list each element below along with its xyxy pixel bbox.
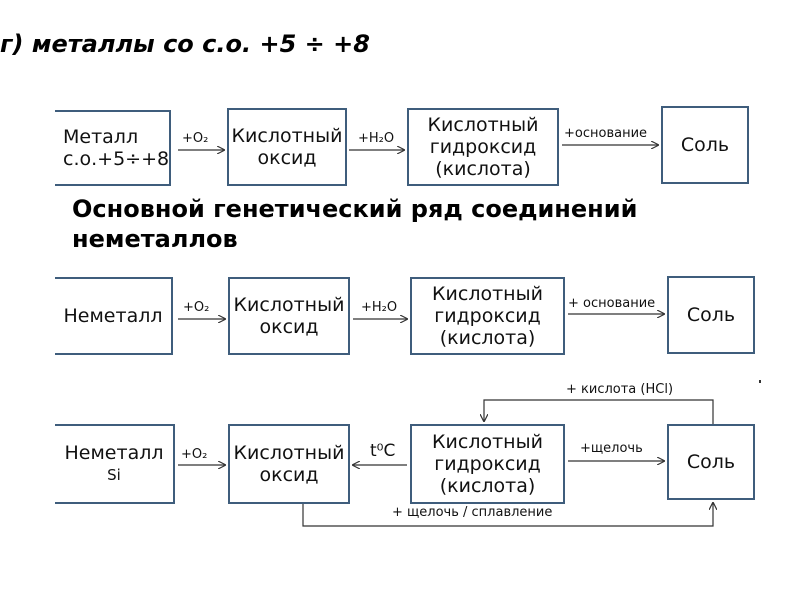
acid-hydroxide-label-1b: гидроксид — [429, 136, 537, 158]
nonmetal-label-3: Неметалл — [64, 442, 164, 464]
acid-oxide-box-2: Кислотный оксид — [228, 277, 350, 355]
label-h2o-row2: +H₂O — [361, 300, 398, 315]
acid-hydroxide-label-3c: (кислота) — [439, 475, 536, 497]
acid-hydroxide-label-3a: Кислотный — [432, 431, 543, 453]
salt-label-3: Соль — [686, 451, 736, 473]
arrow-oxide-to-salt-fusion — [302, 503, 713, 527]
acid-hydroxide-box-2: Кислотный гидроксид (кислота) — [410, 277, 565, 355]
series-subtitle-line1: Основной генетический ряд соединений — [72, 195, 638, 223]
acid-oxide-label-2b: оксид — [259, 316, 319, 338]
label-o2-row2: +O₂ — [183, 300, 210, 315]
stray-mark — [759, 380, 761, 383]
nonmetal-box-3: Неметалл Si — [55, 424, 175, 504]
label-base-row2: + основание — [568, 296, 656, 311]
nonmetal-label-2: Неметалл — [63, 305, 163, 327]
silicon-label: Si — [107, 466, 121, 484]
label-h2o-row1: +H₂O — [358, 131, 395, 146]
metal-box: Металл с.о.+5÷+8 — [55, 110, 171, 186]
acid-hydroxide-label-1a: Кислотный — [427, 114, 539, 136]
label-base-row1: +основание — [564, 126, 648, 141]
label-alkali-fusion: + щелочь / сплавление — [392, 505, 553, 520]
acid-hydroxide-box-1: Кислотный гидроксид (кислота) — [407, 108, 559, 186]
page-heading: г) металлы со с.о. +5 ÷ +8 — [0, 30, 370, 58]
acid-oxide-label-2a: Кислотный — [233, 294, 345, 316]
metal-label: Металл — [63, 126, 139, 148]
acid-oxide-box-3: Кислотный оксид — [228, 424, 350, 504]
label-acid-hcl: + кислота (HCl) — [566, 382, 674, 397]
salt-label-2: Соль — [686, 304, 736, 326]
acid-hydroxide-label-2a: Кислотный — [432, 283, 543, 305]
acid-oxide-box-1: Кислотный оксид — [227, 108, 347, 186]
acid-hydroxide-label-2b: гидроксид — [434, 305, 541, 327]
acid-hydroxide-box-3: Кислотный гидроксид (кислота) — [410, 424, 565, 504]
salt-box-3: Соль — [667, 424, 755, 500]
series-subtitle: Основной генетический ряд соединений нем… — [72, 194, 637, 254]
arrow-salt-to-hydroxide-acid — [484, 399, 714, 424]
label-temperature-row3: t⁰C — [370, 441, 396, 461]
nonmetal-box-2: Неметалл — [55, 277, 173, 355]
acid-hydroxide-label-1c: (кислота) — [435, 158, 531, 180]
salt-box-1: Соль — [661, 106, 749, 184]
acid-oxide-label-3a: Кислотный — [233, 442, 345, 464]
series-subtitle-line2: неметаллов — [72, 225, 238, 253]
label-alkali-row3: +щелочь — [580, 441, 643, 456]
acid-hydroxide-label-2c: (кислота) — [439, 327, 536, 349]
salt-label-1: Соль — [680, 134, 730, 156]
label-o2-row3: +O₂ — [181, 447, 208, 462]
acid-hydroxide-label-3b: гидроксид — [434, 453, 541, 475]
label-o2-row1: +O₂ — [182, 131, 209, 146]
salt-box-2: Соль — [667, 276, 755, 354]
acid-oxide-label-1b: оксид — [257, 147, 317, 169]
metal-oxidation-label: с.о.+5÷+8 — [63, 148, 170, 170]
acid-oxide-label-3b: оксид — [259, 464, 319, 486]
acid-oxide-label-1a: Кислотный — [231, 125, 343, 147]
